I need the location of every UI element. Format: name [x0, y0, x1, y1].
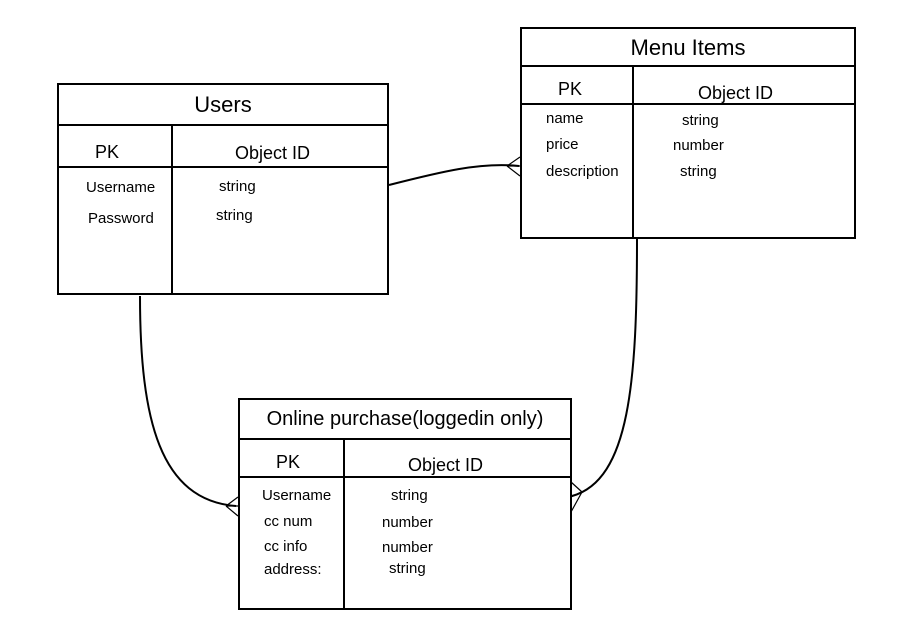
entity-online-purchase[interactable]: Online purchase(loggedin only) PK Object… — [238, 398, 572, 610]
pk-label: PK — [95, 142, 120, 162]
entity-title: Users — [59, 85, 387, 126]
pk-row — [59, 126, 387, 168]
online-purchase-title: Online purchase(loggedin only) — [266, 408, 544, 430]
entity-title: Online purchase(loggedin only) — [240, 400, 570, 440]
crows-foot-menu-items — [506, 156, 521, 177]
field-type: string — [389, 560, 426, 577]
field-type: string — [680, 163, 717, 180]
field-type: number — [382, 539, 433, 556]
field-type: string — [391, 487, 428, 504]
field-name: Password — [88, 210, 154, 227]
column-divider — [343, 440, 345, 608]
entity-menu-items[interactable]: Menu Items PK Object ID name string pric… — [520, 27, 856, 239]
field-type: string — [216, 207, 253, 224]
field-name: address: — [264, 561, 322, 578]
field-name: Username — [262, 487, 332, 504]
pk-label: PK — [558, 79, 583, 99]
field-name: description — [546, 163, 619, 180]
column-divider — [632, 67, 634, 237]
field-type: number — [673, 137, 724, 154]
entity-users[interactable]: Users PK Object ID Username string Passw… — [57, 83, 389, 295]
field-name: name — [546, 110, 584, 127]
relationship-menu-items-online-purchase — [571, 238, 638, 497]
field-type: string — [219, 178, 256, 195]
field-type: string — [682, 112, 719, 129]
field-type: number — [382, 514, 433, 531]
relationship-users-online-purchase — [139, 295, 237, 507]
field-name: Username — [86, 179, 156, 196]
field-name: cc num — [264, 513, 313, 530]
crows-foot-online-purchase-right — [570, 481, 583, 513]
field-name: cc info — [264, 538, 308, 555]
column-divider — [171, 126, 173, 293]
pk-row — [522, 67, 854, 105]
entity-title: Menu Items — [522, 29, 854, 67]
menu-items-title: Menu Items — [630, 35, 746, 60]
crows-foot-online-purchase-left — [225, 496, 239, 517]
relationship-users-menu-items — [388, 164, 520, 186]
pk-type: Object ID — [408, 455, 484, 475]
pk-label: PK — [276, 452, 301, 472]
pk-row — [240, 440, 570, 478]
pk-type: Object ID — [698, 83, 774, 103]
pk-type: Object ID — [235, 143, 311, 163]
field-name: price — [546, 136, 579, 153]
users-title: Users — [194, 92, 252, 117]
